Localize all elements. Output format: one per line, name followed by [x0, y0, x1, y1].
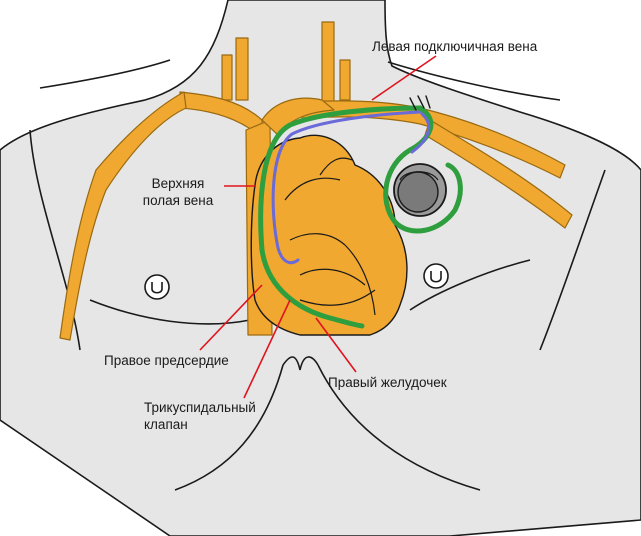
- label-tricuspid-valve-line2: клапан: [144, 416, 256, 433]
- right-small-vessel: [340, 60, 350, 100]
- label-superior-vena-cava-line2: полая вена: [132, 192, 224, 209]
- label-tricuspid-valve: Трикуспидальный клапан: [144, 399, 256, 433]
- label-superior-vena-cava: Верхняя полая вена: [132, 175, 224, 209]
- label-tricuspid-valve-line1: Трикуспидальный: [144, 399, 256, 416]
- left-nipple-icon: [145, 275, 169, 299]
- label-right-ventricle: Правый желудочек: [328, 374, 447, 391]
- left-shoulder-line: [40, 60, 170, 88]
- left-small-vessel: [222, 55, 232, 100]
- right-jugular-vessel: [322, 22, 334, 110]
- left-jugular-vessel: [236, 38, 248, 100]
- label-right-atrium: Правое предсердие: [104, 352, 229, 369]
- label-superior-vena-cava-line1: Верхняя: [132, 175, 224, 192]
- label-left-subclavian-vein: Левая подключичная вена: [372, 38, 537, 55]
- pacemaker-device: [394, 164, 446, 216]
- right-nipple-icon: [424, 264, 448, 288]
